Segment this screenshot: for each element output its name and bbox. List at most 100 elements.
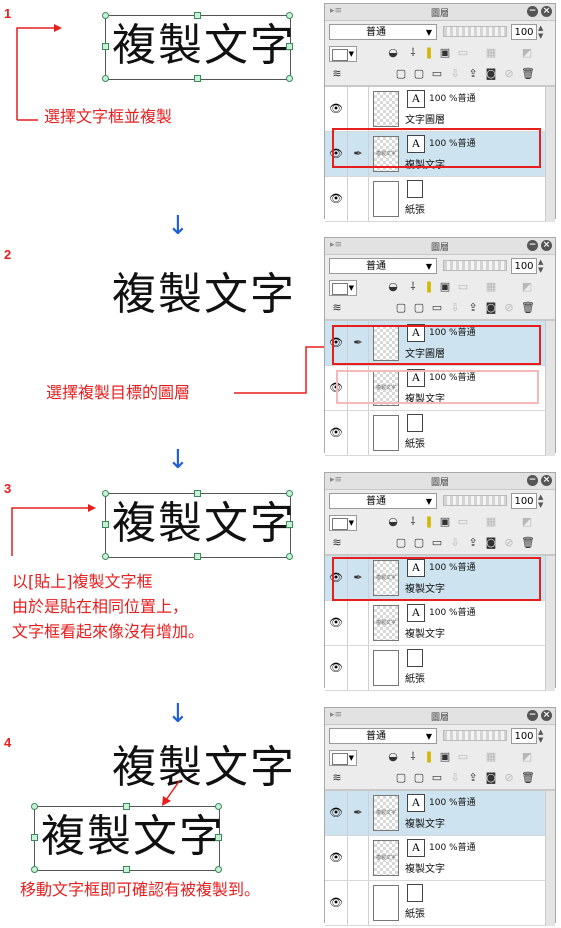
reference-icon[interactable]: ⸸ [410, 750, 416, 763]
delete-layer-icon[interactable]: 🗑 [521, 771, 535, 784]
lock-icon[interactable]: ▣ [439, 46, 451, 59]
opacity-spinner-icon[interactable]: ▲▼ [538, 258, 544, 274]
minimize-icon[interactable]: − [527, 6, 538, 17]
layer-scrollbar[interactable] [545, 791, 555, 926]
edge-handle[interactable] [102, 521, 109, 528]
close-icon[interactable]: × [541, 240, 552, 251]
mask-icon[interactable]: ▦ [485, 280, 497, 293]
edge-handle[interactable] [123, 803, 130, 810]
transfer-down-icon[interactable]: ⇩ [450, 536, 460, 549]
mask-icon[interactable]: ▦ [485, 750, 497, 763]
opacity-spinner-icon[interactable]: ▲▼ [538, 493, 544, 509]
delete-layer-icon[interactable]: 🗑 [521, 301, 535, 314]
blend-mode-select[interactable]: 普通▼ [329, 24, 437, 40]
ruler-icon[interactable]: ◩ [521, 750, 533, 763]
corner-handle[interactable] [286, 12, 293, 19]
close-icon[interactable]: × [541, 710, 552, 721]
ruler-icon[interactable]: ◩ [521, 515, 533, 528]
edge-handle[interactable] [286, 43, 293, 50]
corner-handle[interactable] [102, 553, 109, 560]
layer-color-select[interactable]: ▼ [329, 750, 357, 766]
lock-alpha-icon[interactable]: ▭ [457, 750, 469, 763]
reference-icon[interactable]: ⸸ [410, 46, 416, 59]
apply-mask-icon[interactable]: ⊘ [504, 771, 514, 784]
merge-icon[interactable]: ⇪ [468, 536, 478, 549]
edit-target-cell[interactable] [348, 881, 369, 925]
corner-handle[interactable] [286, 490, 293, 497]
opacity-spinner-icon[interactable]: ▲▼ [538, 24, 544, 40]
create-mask-icon[interactable]: ◙ [485, 536, 497, 549]
visibility-eye-icon[interactable]: 👁 [325, 836, 348, 880]
blend-mode-select[interactable]: 普通▼ [329, 493, 437, 509]
layer-color-select[interactable]: ▼ [329, 46, 357, 62]
clip-icon[interactable]: ◒ [388, 280, 398, 293]
layer-color-select[interactable]: ▼ [329, 515, 357, 531]
layer-row[interactable]: 👁 紙張 [325, 646, 555, 691]
create-mask-icon[interactable]: ◙ [485, 67, 497, 80]
opacity-slider[interactable] [443, 730, 507, 741]
clip-icon[interactable]: ◒ [388, 515, 398, 528]
visibility-eye-icon[interactable]: 👁 [325, 881, 348, 925]
draft-icon[interactable]: ❚ [424, 515, 434, 528]
lock-icon[interactable]: ▣ [439, 750, 451, 763]
draft-icon[interactable]: ❚ [424, 46, 434, 59]
ruler-icon[interactable]: ◩ [521, 280, 533, 293]
opacity-field[interactable]: 100 [511, 493, 537, 509]
draft-icon[interactable]: ❚ [424, 280, 434, 293]
new-folder-icon[interactable]: ▭ [431, 301, 443, 314]
visibility-eye-icon[interactable]: 👁 [325, 87, 348, 131]
corner-handle[interactable] [102, 12, 109, 19]
panel-grip-icon[interactable]: ▸≡ [330, 475, 343, 485]
new-vector-layer-icon[interactable]: ▢ [413, 301, 425, 314]
corner-handle[interactable] [31, 866, 38, 873]
minimize-icon[interactable]: − [527, 475, 538, 486]
new-vector-layer-icon[interactable]: ▢ [413, 771, 425, 784]
visibility-eye-icon[interactable]: 👁 [325, 646, 348, 690]
corner-handle[interactable] [102, 490, 109, 497]
layer-row[interactable]: 👁 紙張 [325, 177, 555, 222]
transfer-down-icon[interactable]: ⇩ [450, 301, 460, 314]
opacity-slider[interactable] [443, 26, 507, 37]
edge-handle[interactable] [123, 866, 130, 873]
new-vector-layer-icon[interactable]: ▢ [413, 536, 425, 549]
layer-scrollbar[interactable] [545, 87, 555, 222]
layer-row[interactable]: 👁 A 100 %普通 文字圖層 [325, 87, 555, 132]
edge-handle[interactable] [215, 834, 222, 841]
pen-icon[interactable]: ✒ [348, 556, 369, 600]
pen-icon[interactable]: ✒ [348, 791, 369, 835]
close-icon[interactable]: × [541, 475, 552, 486]
visibility-eye-icon[interactable]: 👁 [325, 411, 348, 455]
new-folder-icon[interactable]: ▭ [431, 536, 443, 549]
create-mask-icon[interactable]: ◙ [485, 771, 497, 784]
lock-alpha-icon[interactable]: ▭ [457, 280, 469, 293]
close-icon[interactable]: × [541, 6, 552, 17]
delete-layer-icon[interactable]: 🗑 [521, 67, 535, 80]
edit-target-cell[interactable] [348, 646, 369, 690]
transfer-down-icon[interactable]: ⇩ [450, 67, 460, 80]
layer-row-selected[interactable]: 👁 ✒ 複製文字 A 100 %普通 複製文字 [325, 791, 555, 836]
lock-alpha-icon[interactable]: ▭ [457, 515, 469, 528]
apply-mask-icon[interactable]: ⊘ [504, 536, 514, 549]
layer-scrollbar[interactable] [545, 556, 555, 691]
panel-grip-icon[interactable]: ▸≡ [330, 240, 343, 250]
lock-icon[interactable]: ▣ [439, 280, 451, 293]
panel-grip-icon[interactable]: ▸≡ [330, 6, 343, 16]
delete-layer-icon[interactable]: 🗑 [521, 536, 535, 549]
clip-icon[interactable]: ◒ [388, 750, 398, 763]
edit-target-cell[interactable] [348, 87, 369, 131]
layer-row[interactable]: 👁 複製文字 A 100 %普通 複製文字 [325, 601, 555, 646]
layer-row[interactable]: 👁 複製文字 A 100 %普通 複製文字 [325, 836, 555, 881]
pen-icon[interactable]: ✒ [348, 321, 369, 365]
blend-mode-select[interactable]: 普通▼ [329, 728, 437, 744]
minimize-icon[interactable]: − [527, 240, 538, 251]
apply-mask-icon[interactable]: ⊘ [504, 67, 514, 80]
new-raster-layer-icon[interactable]: ▢ [395, 536, 407, 549]
layer-scrollbar[interactable] [545, 321, 555, 456]
visibility-eye-icon[interactable]: 👁 [325, 177, 348, 221]
create-mask-icon[interactable]: ◙ [485, 301, 497, 314]
layer-row[interactable]: 👁 紙張 [325, 881, 555, 926]
new-vector-layer-icon[interactable]: ▢ [413, 67, 425, 80]
new-folder-icon[interactable]: ▭ [431, 771, 443, 784]
reference-icon[interactable]: ⸸ [410, 515, 416, 528]
ruler-icon[interactable]: ◩ [521, 46, 533, 59]
